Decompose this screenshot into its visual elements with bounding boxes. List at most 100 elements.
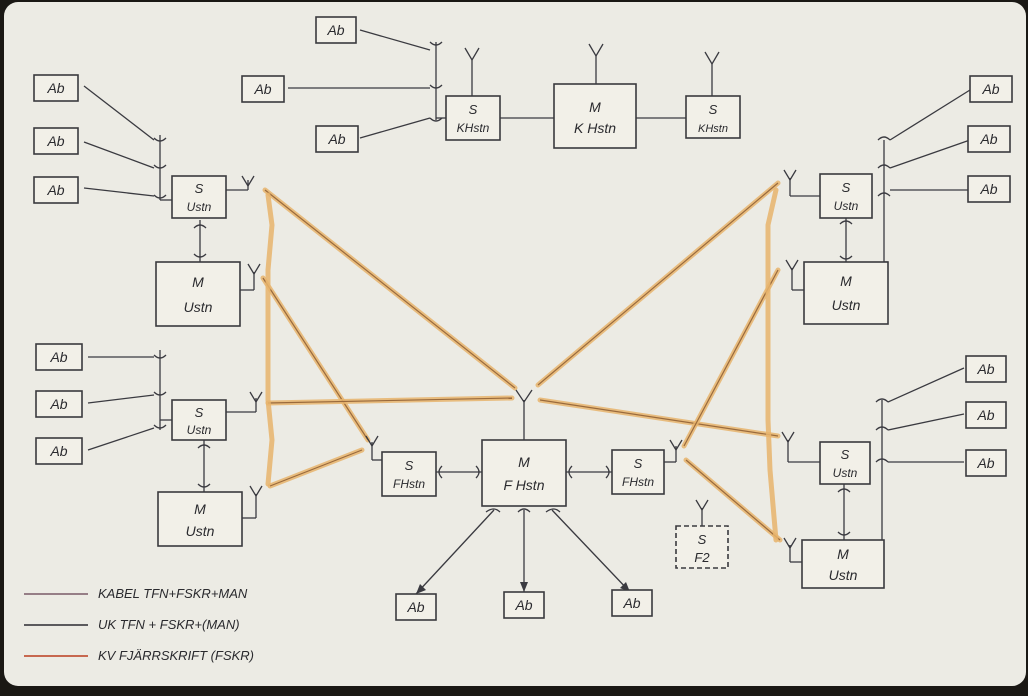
ab-box: Ab <box>35 437 83 465</box>
station-s-ustn-right-top: S Ustn <box>819 173 873 219</box>
antenna-icon <box>783 537 797 550</box>
antenna-icon <box>695 499 709 512</box>
ab-label: Ab <box>979 131 997 147</box>
ab-box: Ab <box>965 355 1007 383</box>
antenna-icon <box>464 47 480 96</box>
ab-box: Ab <box>611 589 653 617</box>
antenna-icon <box>783 169 797 182</box>
svg-text:FHstn: FHstn <box>622 475 654 489</box>
svg-text:Ustn: Ustn <box>187 200 212 214</box>
svg-text:S: S <box>195 181 204 196</box>
station-m-ustn-left-bottom: M Ustn <box>157 491 243 547</box>
svg-text:F2: F2 <box>694 550 710 565</box>
ab-label: Ab <box>46 182 64 198</box>
svg-text:S: S <box>698 532 707 547</box>
antenna-icon <box>704 51 720 96</box>
antenna-icon <box>781 431 795 444</box>
antenna-icon <box>785 259 799 272</box>
station-m-ustn-left-top: M Ustn <box>155 261 241 327</box>
ab-boxes: Ab Ab Ab Ab Ab Ab Ab Ab Ab Ab Ab Ab Ab A… <box>33 16 1013 621</box>
antennas <box>241 43 799 550</box>
svg-text:Ustn: Ustn <box>832 297 861 313</box>
ab-label: Ab <box>253 81 271 97</box>
svg-text:Ustn: Ustn <box>833 466 858 480</box>
station-m-ustn-right-top: M Ustn <box>803 261 889 325</box>
svg-text:S: S <box>634 456 643 471</box>
svg-text:S: S <box>405 458 414 473</box>
station-m-khstn: M K Hstn <box>553 83 637 149</box>
svg-text:Ustn: Ustn <box>186 523 215 539</box>
ab-label: Ab <box>46 133 64 149</box>
ab-box: Ab <box>241 75 285 103</box>
legend-item-kv: KV FJÄRRSKRIFT (FSKR) <box>24 648 254 663</box>
svg-text:S: S <box>842 180 851 195</box>
ab-label: Ab <box>622 595 640 611</box>
ab-label: Ab <box>326 22 344 38</box>
ab-box: Ab <box>315 125 359 153</box>
station-s-f2: S F2 <box>675 525 729 569</box>
antenna-icon <box>588 43 604 84</box>
svg-text:FHstn: FHstn <box>393 477 425 491</box>
ab-box: Ab <box>967 125 1011 153</box>
ab-box: Ab <box>35 390 83 418</box>
station-s-ustn-left-top: S Ustn <box>171 175 227 219</box>
svg-text:Ustn: Ustn <box>184 299 213 315</box>
antenna-icon <box>669 439 683 452</box>
svg-text:M: M <box>589 99 601 115</box>
station-s-ustn-left-bottom: S Ustn <box>171 399 227 441</box>
ab-box: Ab <box>969 75 1013 103</box>
kv-links <box>260 180 783 543</box>
ab-box: Ab <box>33 74 79 102</box>
ab-label: Ab <box>979 181 997 197</box>
ab-label: Ab <box>406 599 424 615</box>
ab-label: Ab <box>981 81 999 97</box>
ab-box: Ab <box>395 593 437 621</box>
legend-label: UK TFN + FSKR+(MAN) <box>98 617 240 632</box>
svg-text:M: M <box>192 274 204 290</box>
ab-box: Ab <box>503 591 545 619</box>
ab-label: Ab <box>49 443 67 459</box>
antenna-icon <box>241 175 255 188</box>
svg-text:M: M <box>840 273 852 289</box>
ab-box: Ab <box>33 176 79 204</box>
svg-text:F Hstn: F Hstn <box>504 477 545 493</box>
svg-text:KHstn: KHstn <box>457 121 490 135</box>
antenna-icon <box>249 391 263 404</box>
legend-item-kabel: KABEL TFN+FSKR+MAN <box>24 586 248 601</box>
svg-text:S: S <box>841 447 850 462</box>
ab-label: Ab <box>327 131 345 147</box>
ab-box: Ab <box>35 343 83 371</box>
station-s-khstn-right: S KHstn <box>685 95 741 139</box>
ab-label: Ab <box>976 455 994 471</box>
ab-label: Ab <box>49 349 67 365</box>
legend: KABEL TFN+FSKR+MAN UK TFN + FSKR+(MAN) K… <box>24 586 254 663</box>
station-m-fhstn: M F Hstn <box>481 439 567 507</box>
antenna-icon <box>365 435 379 448</box>
ab-box: Ab <box>315 16 357 44</box>
station-s-fhstn-right: S FHstn <box>611 449 665 495</box>
antenna-icon <box>247 263 261 276</box>
svg-text:Ustn: Ustn <box>829 567 858 583</box>
ab-box: Ab <box>965 401 1007 429</box>
antenna-icon <box>249 485 263 498</box>
station-s-fhstn-left: S FHstn <box>381 451 437 497</box>
svg-text:M: M <box>837 546 849 562</box>
legend-label: KV FJÄRRSKRIFT (FSKR) <box>98 648 254 663</box>
ab-label: Ab <box>46 80 64 96</box>
svg-text:S: S <box>709 102 718 117</box>
antenna-icon <box>515 389 533 404</box>
ab-label: Ab <box>976 361 994 377</box>
station-s-khstn-left: S KHstn <box>445 95 501 141</box>
ab-box: Ab <box>33 127 79 155</box>
ab-label: Ab <box>49 396 67 412</box>
svg-text:S: S <box>195 405 204 420</box>
station-s-ustn-right-bottom: S Ustn <box>819 441 871 485</box>
legend-item-uk: UK TFN + FSKR+(MAN) <box>24 617 240 632</box>
ab-label: Ab <box>514 597 532 613</box>
ab-box: Ab <box>967 175 1011 203</box>
svg-text:S: S <box>469 102 478 117</box>
svg-text:Ustn: Ustn <box>834 199 859 213</box>
ab-label: Ab <box>976 407 994 423</box>
